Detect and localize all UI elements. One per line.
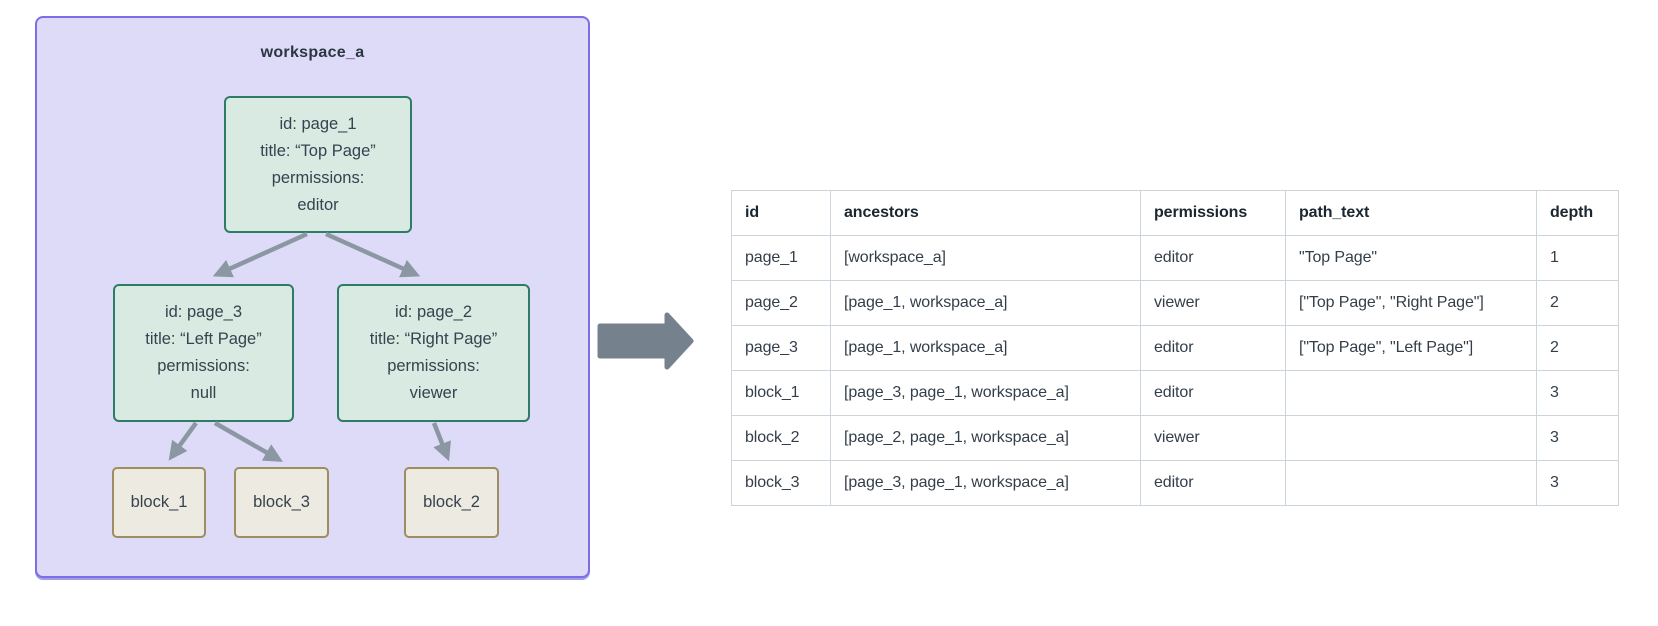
table-cell: 2 xyxy=(1536,280,1619,326)
node-block-1: block_1 xyxy=(112,467,206,538)
table-row: page_3 [page_1, workspace_a] editor ["To… xyxy=(731,325,1619,371)
table-cell: 3 xyxy=(1536,460,1619,506)
node-line: id: page_2 xyxy=(394,303,473,321)
table-cell: 3 xyxy=(1536,370,1619,416)
table-cell: editor xyxy=(1140,325,1286,371)
table-cell: page_1 xyxy=(731,235,831,281)
workspace-container: workspace_a id: page_1 title: “Top Page”… xyxy=(35,16,590,578)
node-line: permissions: xyxy=(271,168,365,187)
table-cell: ["Top Page", "Right Page"] xyxy=(1285,280,1537,326)
table-cell: editor xyxy=(1140,370,1286,416)
node-page-3: id: page_3 title: “Left Page” permission… xyxy=(113,284,294,422)
table-cell: block_2 xyxy=(731,415,831,461)
node-block-2: block_2 xyxy=(404,467,499,538)
table-cell: block_3 xyxy=(731,460,831,506)
node-line: null xyxy=(190,384,217,402)
table-row: page_1 [workspace_a] editor "Top Page" 1 xyxy=(731,235,1619,281)
table-cell: block_1 xyxy=(731,370,831,416)
node-line: viewer xyxy=(409,384,458,402)
table-row: page_2 [page_1, workspace_a] viewer ["To… xyxy=(731,280,1619,326)
table-row: block_3 [page_3, page_1, workspace_a] ed… xyxy=(731,460,1619,506)
table-cell: [workspace_a] xyxy=(830,235,1141,281)
node-line: id: page_1 xyxy=(279,114,357,133)
table-cell: [page_3, page_1, workspace_a] xyxy=(830,370,1141,416)
node-line: title: “Top Page” xyxy=(260,141,376,160)
node-page-2: id: page_2 title: “Right Page” permissio… xyxy=(337,284,530,422)
table-cell: [page_1, workspace_a] xyxy=(830,280,1141,326)
table-cell: [page_1, workspace_a] xyxy=(830,325,1141,371)
node-block-3: block_3 xyxy=(234,467,329,538)
result-table: id ancestors permissions path_text depth… xyxy=(731,190,1619,506)
table-cell: [page_3, page_1, workspace_a] xyxy=(830,460,1141,506)
table-cell: 3 xyxy=(1536,415,1619,461)
node-page-1: id: page_1 title: “Top Page” permissions… xyxy=(224,96,412,233)
table-cell: editor xyxy=(1140,460,1286,506)
table-cell: editor xyxy=(1140,235,1286,281)
table-cell: viewer xyxy=(1140,415,1286,461)
table-cell: viewer xyxy=(1140,280,1286,326)
table-cell xyxy=(1285,415,1537,461)
transform-arrow-icon xyxy=(597,312,694,370)
column-header-depth: depth xyxy=(1536,190,1619,236)
column-header-path-text: path_text xyxy=(1285,190,1537,236)
table-cell: ["Top Page", "Left Page"] xyxy=(1285,325,1537,371)
node-line: permissions: xyxy=(157,357,250,375)
table-cell xyxy=(1285,370,1537,416)
table-row: block_1 [page_3, page_1, workspace_a] ed… xyxy=(731,370,1619,416)
table-cell: "Top Page" xyxy=(1285,235,1537,281)
node-line: title: “Right Page” xyxy=(369,330,498,348)
table-cell: [page_2, page_1, workspace_a] xyxy=(830,415,1141,461)
table-cell: page_2 xyxy=(731,280,831,326)
column-header-id: id xyxy=(731,190,831,236)
table-cell: 2 xyxy=(1536,325,1619,371)
table-row: block_2 [page_2, page_1, workspace_a] vi… xyxy=(731,415,1619,461)
node-line: title: “Left Page” xyxy=(145,330,262,348)
table-cell: 1 xyxy=(1536,235,1619,281)
table-header-row: id ancestors permissions path_text depth xyxy=(731,190,1619,236)
column-header-ancestors: ancestors xyxy=(830,190,1141,236)
node-line: permissions: xyxy=(387,357,480,375)
column-header-permissions: permissions xyxy=(1140,190,1286,236)
table-cell: page_3 xyxy=(731,325,831,371)
node-line: id: page_3 xyxy=(164,303,243,321)
node-line: editor xyxy=(297,195,339,214)
workspace-title: workspace_a xyxy=(260,44,365,61)
table-cell xyxy=(1285,460,1537,506)
